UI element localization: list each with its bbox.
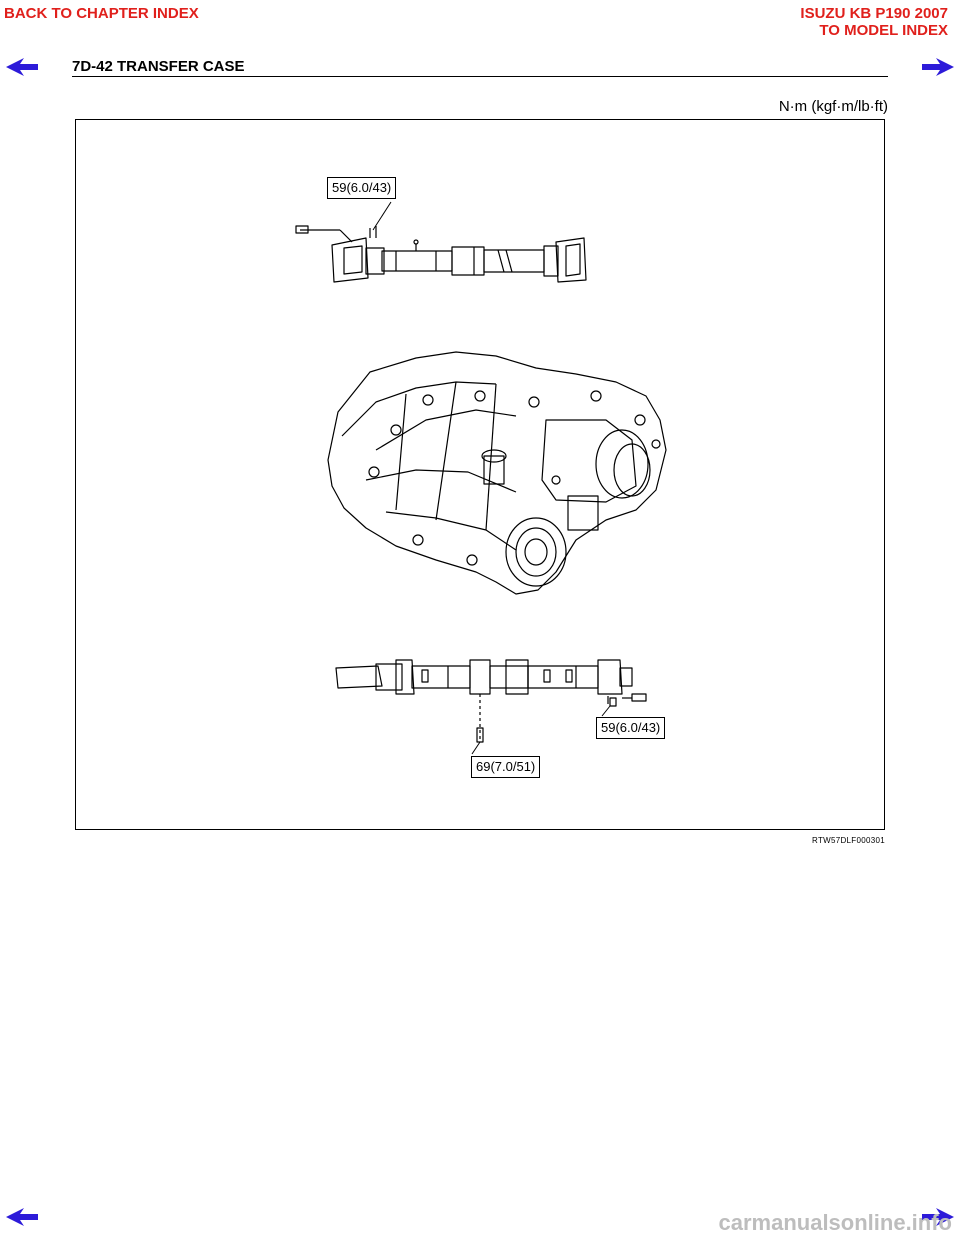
figure-frame: 59(6.0/43) 59(6.0/43) 69(7.0/51) [75,119,885,830]
torque-callout-front-shaft-right: 59(6.0/43) [596,717,666,739]
next-page-arrow-bottom-icon[interactable] [922,1208,954,1226]
transfer-case-assembly [327,351,667,595]
back-to-chapter-index-link[interactable]: BACK TO CHAPTER INDEX [4,5,199,22]
figure-code: RTW57DLF000301 [812,836,885,845]
to-model-index-link[interactable]: TO MODEL INDEX [819,22,948,39]
torque-units-label: N·m (kgf·m/lb·ft) [778,98,888,115]
rear-propeller-shaft [295,201,587,283]
section-title: 7D-42 TRANSFER CASE [72,58,245,75]
model-title: ISUZU KB P190 2007 [800,5,948,22]
next-page-arrow-icon[interactable] [922,58,954,76]
header-divider [72,76,888,77]
torque-callout-front-shaft-center: 69(7.0/51) [471,756,541,778]
transfer-case-drawing [295,201,667,755]
front-propeller-shaft [335,659,647,755]
previous-page-arrow-bottom-icon[interactable] [6,1208,38,1226]
watermark: carmanualsonline.info [718,1210,953,1235]
torque-callout-rear-shaft: 59(6.0/43) [327,177,397,199]
previous-page-arrow-icon[interactable] [6,58,38,76]
